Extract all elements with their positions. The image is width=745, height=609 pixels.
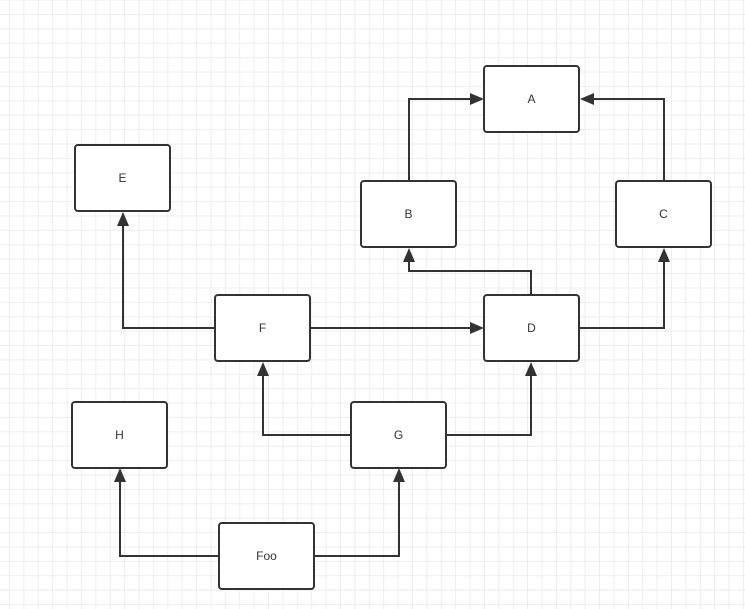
node-foo[interactable]: Foo	[218, 522, 315, 590]
node-g[interactable]: G	[350, 401, 447, 469]
node-b-label: B	[404, 207, 412, 221]
node-h-label: H	[115, 428, 124, 442]
node-c-label: C	[659, 207, 668, 221]
node-a[interactable]: A	[483, 65, 580, 133]
node-h[interactable]: H	[71, 401, 168, 469]
edge-f-to-e	[117, 212, 215, 329]
node-f[interactable]: F	[214, 294, 311, 362]
node-d-label: D	[527, 321, 536, 335]
edge-d-to-c	[579, 248, 670, 329]
node-c[interactable]: C	[615, 180, 712, 248]
nodes: A B C E F D H G	[71, 65, 712, 590]
node-e-label: E	[118, 171, 126, 185]
edge-foo-to-h	[114, 468, 219, 557]
edge-g-to-f	[257, 362, 351, 436]
edge-d-to-b	[403, 248, 532, 295]
node-foo-label: Foo	[256, 549, 277, 563]
node-b[interactable]: B	[360, 180, 457, 248]
node-a-label: A	[527, 92, 535, 106]
node-e[interactable]: E	[74, 144, 171, 212]
edges	[114, 93, 670, 557]
edge-b-to-a	[408, 93, 484, 181]
edge-foo-to-g	[315, 468, 405, 557]
node-g-label: G	[394, 428, 403, 442]
edge-c-to-a	[580, 93, 665, 181]
edge-f-to-d	[311, 322, 484, 334]
node-f-label: F	[259, 321, 266, 335]
edge-g-to-d	[447, 362, 537, 436]
node-d[interactable]: D	[483, 294, 580, 362]
